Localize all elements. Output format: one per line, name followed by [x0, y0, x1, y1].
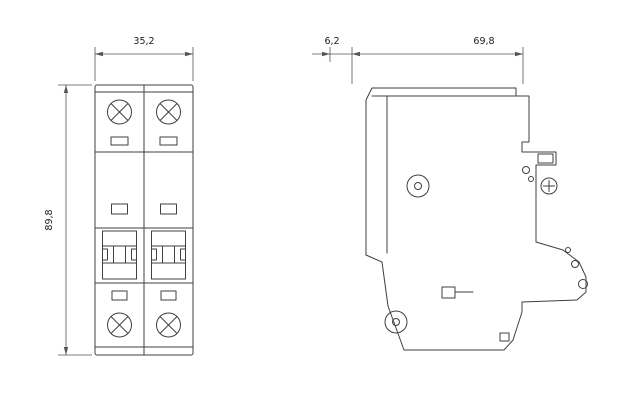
label-window-right: [160, 203, 177, 215]
terminal-screw-bottom-right: [156, 312, 181, 338]
label-window-left: [111, 203, 128, 215]
side-view-dimensions: 6,2 69,8: [312, 36, 524, 84]
spring-pin-upper-2: [528, 176, 534, 182]
terminal-slot-detail: [441, 286, 456, 299]
rivet-lower: [384, 310, 408, 334]
spring-pin-lower-2: [571, 260, 579, 268]
side-profile-outline: [365, 87, 587, 351]
arrow-right-icon: [185, 51, 193, 57]
arrow-up-icon: [63, 85, 69, 93]
side-offset-dimension-label: 6,2: [324, 36, 339, 47]
side-view: 6,2 69,8: [312, 36, 588, 351]
terminal-opening-top-right: [159, 136, 178, 146]
arrow-down-icon: [63, 347, 69, 355]
front-width-dimension-label: 35,2: [133, 36, 154, 47]
side-depth-dimension-label: 69,8: [473, 36, 494, 47]
rivet-upper: [406, 174, 430, 198]
terminal-screw-top-right: [156, 99, 181, 125]
spring-pin-upper-1: [522, 166, 530, 174]
din-hook-detail: [537, 153, 554, 164]
terminal-opening-bottom-right: [160, 290, 177, 301]
spring-pin-lower-1: [565, 247, 571, 253]
arrow-right-icon: [322, 51, 330, 57]
clip-pivot: [578, 279, 588, 289]
toggle-pole-2: [151, 230, 186, 280]
terminal-screw-top-left: [107, 99, 132, 125]
bottom-back-detail: [499, 332, 510, 342]
terminal-screw-bottom-left: [107, 312, 132, 338]
arrow-left-icon: [95, 51, 103, 57]
terminal-opening-top-left: [110, 136, 129, 146]
front-view-dimensions: 35,2 89,8: [44, 36, 194, 356]
front-view: 35,2 89,8: [44, 36, 194, 356]
terminal-opening-bottom-left: [111, 290, 128, 301]
arrow-left-icon: [352, 51, 360, 57]
din-clip-screw-icon: [540, 177, 558, 195]
front-height-dimension-label: 89,8: [44, 209, 55, 230]
arrow-right-icon: [515, 51, 523, 57]
toggle-pole-1: [102, 230, 137, 280]
